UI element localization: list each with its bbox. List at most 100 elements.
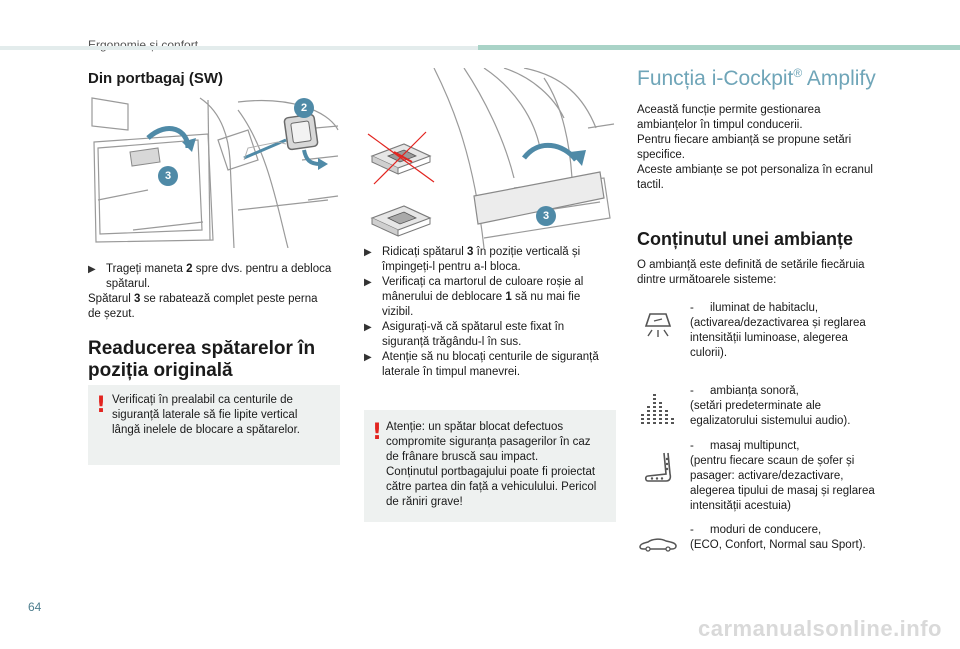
item-lighting-title: iluminat de habitaclu, [710, 302, 819, 314]
item-lighting-desc-2: intensității luminoase, alegerea [690, 332, 848, 344]
bullet-arrow-icon: ▶ [364, 352, 372, 363]
massage-seat-svg [644, 452, 672, 482]
equalizer-icon [640, 392, 676, 426]
right-heading: Conținutul unei ambianțe [637, 229, 853, 249]
item-dash: - [690, 385, 694, 397]
cabin-lighting-svg [644, 313, 672, 337]
left-heading-line1: Readucerea spătarelor în [88, 338, 316, 359]
left-warning-text: Verificați în prealabil ca centurile de … [112, 393, 338, 438]
mid-b2-line2b: să nu mai fie [515, 291, 581, 303]
right-title-main: Funcția i-Cockpit [637, 67, 794, 90]
left-bullet-1-text-b: spre dvs. pentru a debloca [195, 263, 332, 275]
middle-instruction-block: ▶ Ridicați spătarul 3 în poziție vertica… [364, 245, 620, 380]
right-title: Funcția i-Cockpit® Amplify [637, 66, 876, 91]
left-para-line2: de șezut. [88, 308, 135, 320]
warning-icon: ! [96, 393, 107, 418]
item-dash: - [690, 302, 694, 314]
bullet-arrow-icon: ▶ [364, 322, 372, 333]
item-sound-desc-1: (setări predeterminate ale [690, 400, 822, 412]
middle-warning-box: ! Atenție: un spătar blocat defectuos co… [364, 410, 616, 522]
mid-warning-line6: de răniri grave! [386, 496, 463, 508]
item-sound-desc-2: egalizatorului sistemului audio). [690, 415, 851, 427]
left-para-a: Spătarul [88, 293, 131, 305]
item-lighting-desc-3: culorii). [690, 347, 728, 359]
item-driving-title: moduri de conducere, [710, 524, 822, 536]
mid-b2-line1: Verificați ca martorul de culoare roșie … [382, 276, 584, 288]
left-bullet-1: ▶ Trageți maneta 2 spre dvs. pentru a de… [88, 262, 344, 292]
header-accent-bar [478, 45, 960, 50]
right-intro: Această funcție permite gestionarea ambi… [637, 103, 897, 193]
mid-b4-line1: Atenție să nu blocați centurile de sigur… [382, 351, 599, 363]
middle-warning-text: Atenție: un spătar blocat defectuos comp… [386, 420, 614, 510]
left-warning-box: ! Verificați în prealabil ca centurile d… [88, 385, 340, 465]
car-svg [639, 538, 677, 552]
right-title-tail: Amplify [802, 67, 876, 90]
mid-b3-line1: Asigurați-vă că spătarul este fixat în [382, 321, 565, 333]
left-subtitle: Din portbagaj (SW) [88, 70, 223, 87]
right-title-reg: ® [793, 66, 803, 80]
left-warning-line3: lângă inelele de blocare a spătarelor. [112, 424, 300, 436]
item-massage-desc-2: pasager: activare/dezactivare, [690, 470, 844, 482]
mid-b1-bold: 3 [467, 246, 474, 258]
equalizer-svg [641, 394, 674, 424]
figure-seatback-illustration [364, 67, 616, 249]
bullet-arrow-icon: ▶ [88, 264, 96, 275]
mid-b2-line2: mânerului de deblocare [382, 291, 503, 303]
mid-warning-line1: Atenție: un spătar blocat defectuos [386, 421, 564, 433]
mid-warning-line4: Conținutul portbagajului poate fi proiec… [386, 466, 596, 478]
mid-bullet-3: ▶ Asigurați-vă că spătarul este fixat în… [364, 320, 620, 350]
callout-badge-2: 2 [294, 98, 314, 118]
left-bullet-1-text-c: spătarul. [106, 278, 151, 290]
car-icon [638, 536, 678, 552]
item-lighting-desc: (activarea/dezactivarea și reglarea inte… [690, 316, 866, 361]
mid-warning-line2: compromite siguranța pasagerilor în caz [386, 436, 591, 448]
mid-bullet-4: ▶ Atenție să nu blocați centurile de sig… [364, 350, 620, 380]
mid-warning-line3: de frânare bruscă sau impact. [386, 451, 539, 463]
mid-b1-text-a: Ridicați spătarul [382, 246, 464, 258]
left-heading: Readucerea spătarelor în poziția origina… [88, 338, 315, 382]
item-lighting-desc-1: (activarea/dezactivarea și reglarea [690, 317, 866, 329]
ambiance-item-lighting: - iluminat de habitaclu, (activarea/deza… [690, 301, 900, 363]
item-driving-desc-1: (ECO, Confort, Normal sau Sport). [690, 539, 866, 551]
item-sound-desc: (setări predeterminate ale egalizatorulu… [690, 399, 850, 429]
right-intro-line5: Aceste ambianțe se pot personaliza în ec… [637, 164, 873, 176]
page-number: 64 [28, 600, 42, 614]
item-dash: - [690, 524, 694, 536]
figure-seatback-upright: 3 [364, 67, 616, 249]
item-massage-desc-4: intensității acestuia) [690, 500, 791, 512]
left-para-b: se rabatează complet peste perna [143, 293, 318, 305]
mid-b2-bold: 1 [505, 291, 512, 303]
mid-bullet-1: ▶ Ridicați spătarul 3 în poziție vertica… [364, 245, 620, 275]
left-bullet-1-text-a: Trageți maneta [106, 263, 183, 275]
item-massage-desc-1: (pentru fiecare scaun de șofer și [690, 455, 855, 467]
left-para-bold: 3 [134, 293, 141, 305]
right-def-line1: O ambianță este definită de setările fie… [637, 259, 865, 271]
left-warning-line1: Verificați în prealabil ca centurile de [112, 394, 293, 406]
ambiance-item-sound: - ambianța sonoră, (setări predeterminat… [690, 384, 900, 432]
callout-badge-3: 3 [158, 166, 178, 186]
right-intro-line4: specifice. [637, 149, 685, 161]
left-paragraph: Spătarul 3 se rabatează complet peste pe… [88, 292, 344, 322]
watermark: carmanualsonline.info [698, 616, 942, 641]
item-dash: - [690, 440, 694, 452]
right-intro-line3: Pentru fiecare ambianță se propune setăr… [637, 134, 852, 146]
mid-b3-line2: siguranță trăgându-l în sus. [382, 336, 522, 348]
ambiance-item-driving-modes: - moduri de conducere, (ECO, Confort, No… [690, 523, 900, 557]
cabin-lighting-icon [640, 308, 676, 340]
callout-badge-3-mid: 3 [536, 206, 556, 226]
item-massage-desc: (pentru fiecare scaun de șofer și pasage… [690, 454, 875, 514]
mid-b1-text-b: în poziție verticală și [476, 246, 581, 258]
massage-seat-icon [640, 450, 676, 486]
mid-b1-line2: împingeți-l pentru a-l bloca. [382, 261, 521, 273]
left-heading-line2: poziția originală [88, 360, 233, 381]
item-sound-title: ambianța sonoră, [710, 385, 799, 397]
right-intro-line1: Această funcție permite gestionarea [637, 104, 821, 116]
left-instruction-block: ▶ Trageți maneta 2 spre dvs. pentru a de… [88, 262, 344, 322]
ambiance-item-massage: - masaj multipunct, (pentru fiecare scau… [690, 439, 900, 517]
left-warning-line2: siguranță laterale să fie lipite vertica… [112, 409, 298, 421]
right-def-line2: dintre următoarele sisteme: [637, 274, 777, 286]
left-bullet-1-bold: 2 [186, 263, 193, 275]
bullet-arrow-icon: ▶ [364, 277, 372, 288]
mid-warning-line5: către partea din față a vehiculului. Per… [386, 481, 597, 493]
mid-b2-line3: vizibil. [382, 306, 414, 318]
